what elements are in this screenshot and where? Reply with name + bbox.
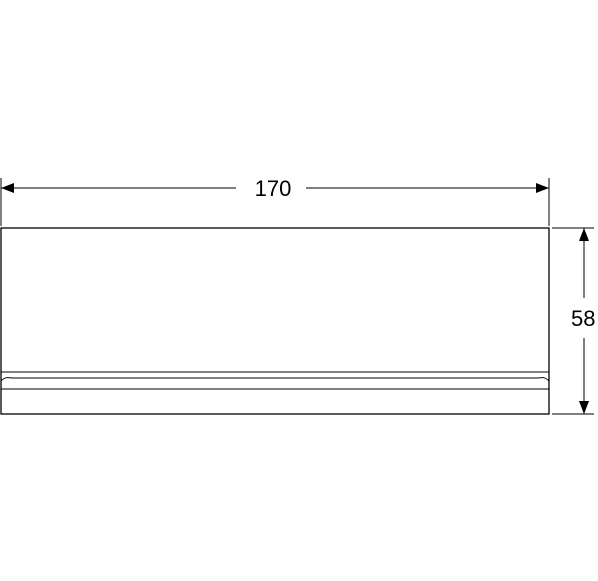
height-arrow-top [579,228,589,241]
width-arrow-left [1,183,14,193]
height-dimension: 58 [552,227,595,415]
width-arrow-right [536,183,549,193]
panel-outline [0,227,550,415]
width-dimension: 170 [0,176,550,226]
height-arrow-bottom [579,401,589,414]
height-label: 58 [571,306,595,331]
panel [0,227,550,415]
panel-bottom-strip [0,371,550,390]
width-label: 170 [255,176,292,201]
